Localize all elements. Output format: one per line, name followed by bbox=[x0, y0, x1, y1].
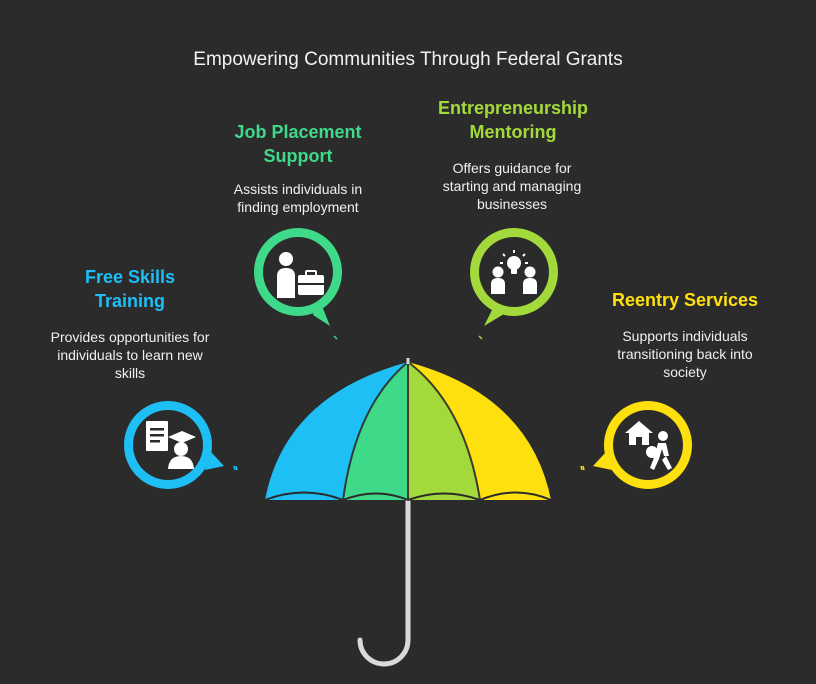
canopy-ribs bbox=[342, 361, 481, 501]
canopy-panel-blue bbox=[265, 362, 408, 500]
skills-training-bubble bbox=[124, 401, 224, 489]
student-certificate-icon bbox=[146, 421, 196, 469]
umbrella-handle bbox=[357, 497, 411, 667]
canopy-hem bbox=[264, 491, 552, 501]
skills-training-description: Provides opportunities for individuals t… bbox=[50, 329, 210, 381]
accent-mark-green bbox=[333, 335, 338, 340]
skills-training-title: Free Skills Training bbox=[84, 267, 176, 311]
canopy-panel-lime bbox=[408, 362, 480, 500]
accent-mark-yellow bbox=[580, 465, 585, 471]
reentry-bubble bbox=[593, 401, 692, 489]
entrepreneurship-title: Entrepreneurship Mentoring bbox=[437, 98, 589, 142]
job-placement-description: Assists individuals in finding employmen… bbox=[233, 181, 363, 215]
person-briefcase-icon bbox=[277, 252, 324, 298]
job-placement-bubble bbox=[254, 228, 342, 326]
job-placement-title: Job Placement Support bbox=[234, 122, 362, 166]
entrepreneurship-description: Offers guidance for starting and managin… bbox=[442, 160, 582, 212]
reentry-description: Supports individuals transitioning back … bbox=[617, 328, 753, 380]
people-lightbulb-icon bbox=[491, 250, 537, 294]
entrepreneurship-bubble bbox=[470, 228, 558, 326]
reentry-title: Reentry Services bbox=[611, 290, 759, 310]
person-returning-home-icon bbox=[625, 421, 672, 470]
accent-mark-blue bbox=[233, 465, 238, 471]
page-title: Empowering Communities Through Federal G… bbox=[193, 49, 623, 70]
canopy-panel-green bbox=[343, 362, 408, 500]
canopy-panel-yellow bbox=[408, 362, 551, 500]
accent-mark-lime bbox=[478, 335, 483, 340]
